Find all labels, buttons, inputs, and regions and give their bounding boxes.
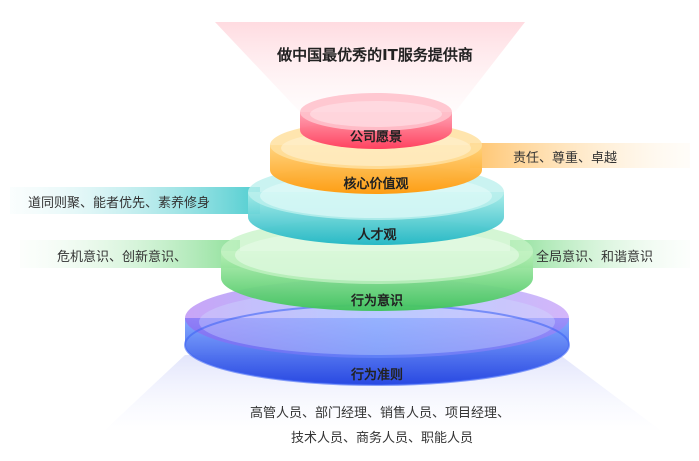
ribbon-awareness-right [510,240,690,268]
note-awareness-right: 全局意识、和谐意识 [536,250,654,265]
note-core-values: 责任、尊重、卓越 [513,151,618,166]
layer-label-behavior-awareness: 行为意识 [350,294,404,309]
layer-company-vision [300,93,452,149]
ribbon-awareness-left [20,240,240,268]
audience-line-1: 高管人员、部门经理、销售人员、项目经理、 [249,406,511,421]
note-talent: 道同则聚、能者优先、素养修身 [28,196,211,211]
layer-label-core-values: 核心价值观 [343,177,409,192]
top-light-beam [215,22,525,112]
audience-line-2: 技术人员、商务人员、职能人员 [290,431,474,446]
note-awareness-left: 危机意识、创新意识、 [57,250,188,265]
top-title: 做中国最优秀的IT服务提供商 [277,46,473,64]
layer-label-company-vision: 公司愿景 [349,130,403,145]
layer-label-behavior-code: 行为准则 [350,368,404,383]
ribbon-core-values [470,143,690,168]
layer-label-talent-view: 人才观 [357,228,397,243]
ribbon-talent [10,187,260,214]
